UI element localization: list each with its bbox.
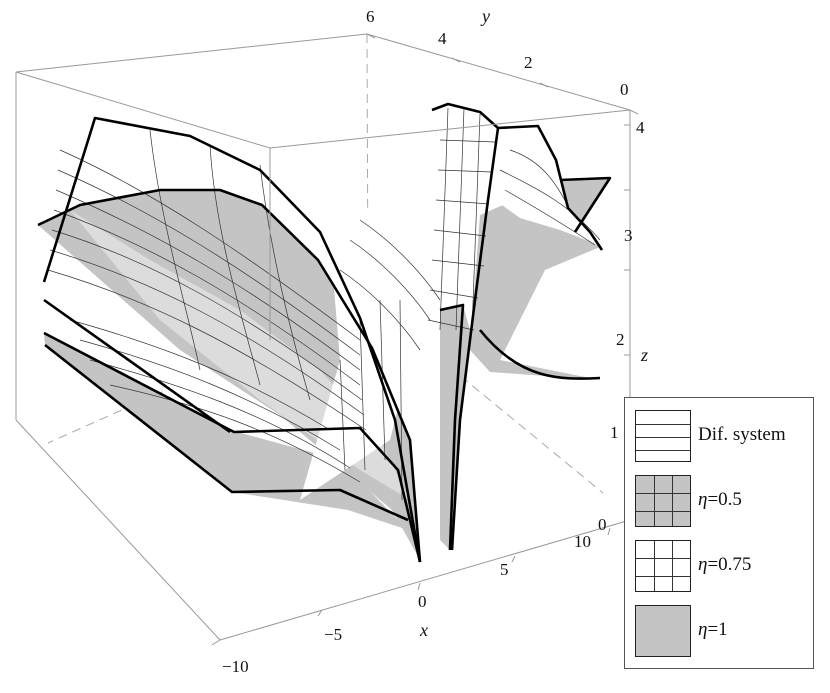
x-tick-label: 0 xyxy=(418,592,427,611)
legend-label: η=1 xyxy=(698,619,728,640)
legend-label: η=0.5 xyxy=(698,489,742,510)
x-tick-label: 5 xyxy=(500,560,509,579)
x-tick-labels: −10 −5 0 5 10 xyxy=(222,532,591,676)
z-tick-label: 2 xyxy=(616,330,625,349)
x-tick-label: −10 xyxy=(222,657,249,676)
z-axis-label: z xyxy=(640,345,648,365)
surface-mesh xyxy=(47,107,601,501)
legend-swatch-eta-0-5 xyxy=(635,475,691,527)
legend-entry-dif-system: Dif. system xyxy=(635,410,811,462)
z-tick-label: 4 xyxy=(636,118,645,137)
legend-entry-eta-0-75: η=0.75 xyxy=(635,540,811,592)
z-tick-label: 1 xyxy=(610,423,619,442)
y-tick-label: 2 xyxy=(524,53,533,72)
legend-swatch-dif-system xyxy=(635,410,691,462)
legend-swatch-eta-1 xyxy=(635,605,691,657)
y-tick-labels: 6 4 2 0 xyxy=(366,7,629,99)
y-tick-label: 4 xyxy=(438,29,447,48)
legend-label: Dif. system xyxy=(698,424,786,445)
surfaces xyxy=(38,104,610,560)
y-tick-label: 0 xyxy=(620,80,629,99)
y-axis-label: y xyxy=(480,6,490,26)
y-tick-label: 6 xyxy=(366,7,375,26)
surface-edges xyxy=(37,102,612,563)
legend-entry-eta-1: η=1 xyxy=(635,605,811,657)
z-tick-label: 3 xyxy=(624,226,633,245)
x-tick-label: −5 xyxy=(324,625,342,644)
x-tick-label: 10 xyxy=(574,532,591,551)
legend: Dif. system η=0.5 η=0.75 η=1 xyxy=(624,397,814,669)
legend-label: η=0.75 xyxy=(698,554,752,575)
legend-swatch-eta-0-75 xyxy=(635,540,691,592)
x-axis-label: x xyxy=(419,620,428,640)
legend-entry-eta-0-5: η=0.5 xyxy=(635,475,811,527)
z-tick-label: 0 xyxy=(598,515,607,534)
z-tick-labels: 0 1 2 3 4 xyxy=(598,118,645,534)
